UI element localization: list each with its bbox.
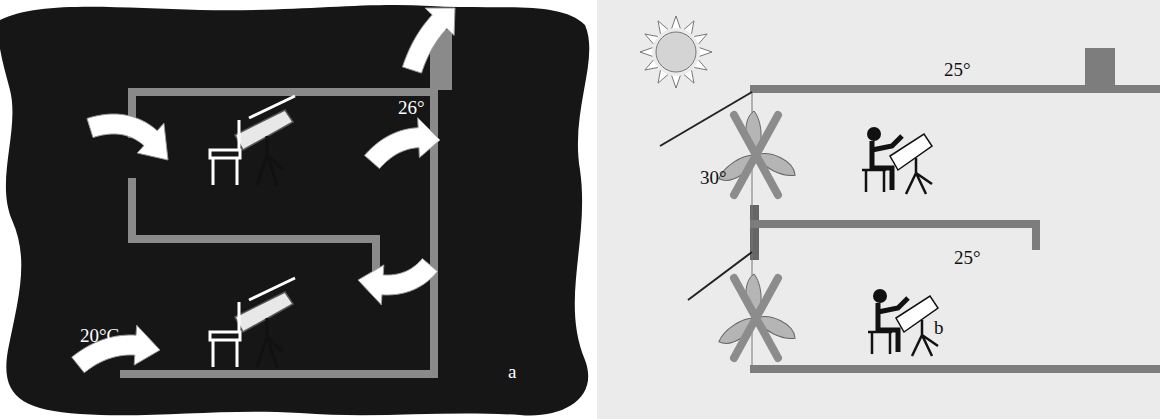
airflow-arrow: [358, 259, 438, 305]
airflow-arrow: [365, 118, 440, 169]
left-wall: [128, 178, 136, 243]
floor-slab: [750, 220, 1040, 228]
fan-crossed-out: [715, 274, 799, 358]
panel-letter: a: [508, 362, 516, 381]
floor-slab: [128, 235, 380, 243]
moon: [44, 22, 78, 68]
ground-slab: [120, 370, 438, 378]
temperature-label: 25°: [954, 248, 981, 267]
airflow-arrow: [402, 8, 455, 73]
temperature-label: 25°: [944, 60, 971, 79]
floor-upstand: [1032, 220, 1040, 250]
day-ground: [597, 0, 1160, 419]
roof-slab: [128, 88, 438, 96]
drafting-table: [210, 96, 295, 185]
fan-crossed-out: [715, 111, 799, 195]
drafting-table: [210, 278, 295, 367]
seated-drafter: [862, 127, 932, 194]
temperature-label: 20°C: [80, 326, 119, 345]
panel-letter: b: [934, 318, 944, 337]
airflow-arrow: [87, 114, 168, 160]
chimney: [1085, 48, 1115, 88]
night-ground: [0, 5, 589, 415]
seated-drafter: [868, 289, 938, 356]
sun: [640, 16, 712, 88]
airflow-arrow: [72, 325, 160, 373]
ground-slab: [750, 365, 1160, 373]
temperature-label: 26°: [398, 98, 425, 117]
temperature-label: 30°: [700, 168, 727, 187]
